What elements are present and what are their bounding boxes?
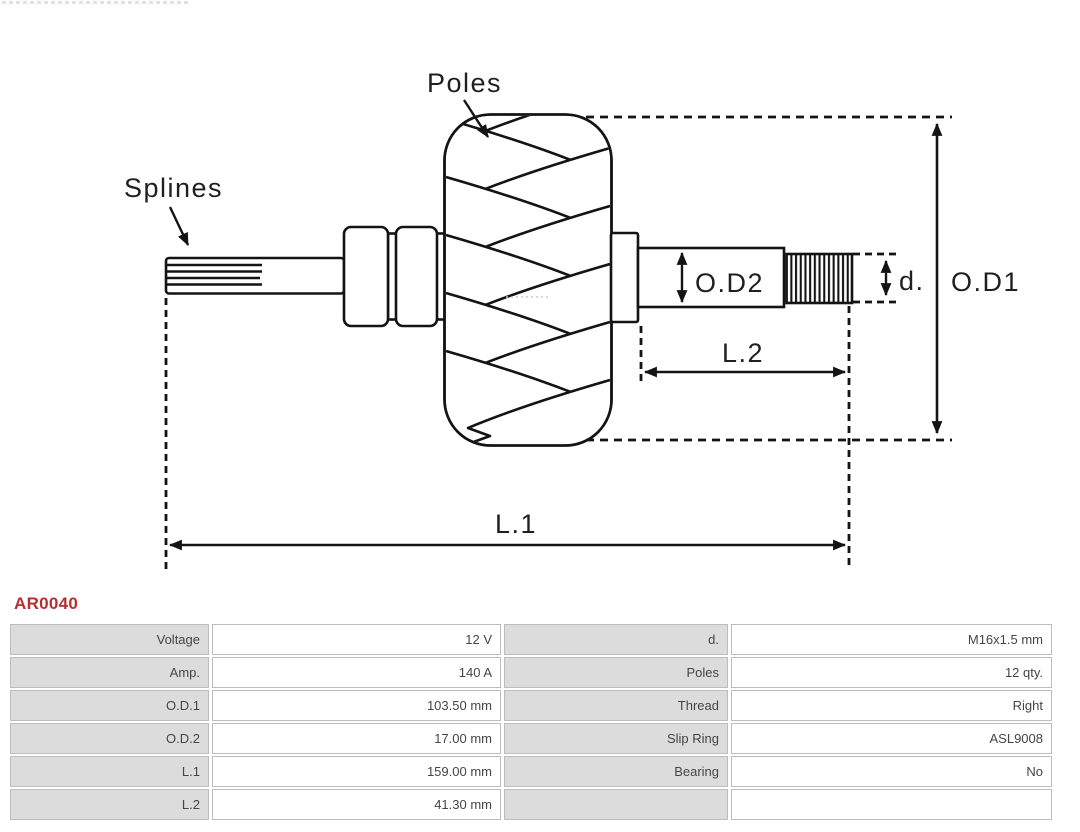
spec-label-cell: d.: [504, 624, 728, 655]
spec-label-cell: L.2: [10, 789, 209, 820]
spec-label-cell: Thread: [504, 690, 728, 721]
spec-value-cell: 140 A: [212, 657, 501, 688]
spec-label-cell: O.D.1: [10, 690, 209, 721]
spec-label-cell: [504, 789, 728, 820]
od1-label: O.D1: [951, 267, 1020, 297]
table-row: Voltage 12 V d. M16x1.5 mm: [10, 624, 1052, 655]
poles-callout: Poles: [427, 68, 502, 138]
table-row: L.1 159.00 mm Bearing No: [10, 756, 1052, 787]
spec-value-cell: No: [731, 756, 1052, 787]
claw-poles: [446, 116, 610, 444]
spec-value-cell: M16x1.5 mm: [731, 624, 1052, 655]
spec-label-cell: Slip Ring: [504, 723, 728, 754]
spec-label-cell: Bearing: [504, 756, 728, 787]
l1-label: L.1: [495, 509, 537, 539]
spec-label-cell: Poles: [504, 657, 728, 688]
table-row: O.D.2 17.00 mm Slip Ring ASL9008: [10, 723, 1052, 754]
spec-label-cell: L.1: [10, 756, 209, 787]
splines-arrow: [168, 206, 190, 246]
shaft-collars: [342, 225, 448, 328]
spec-value-cell: 12 qty.: [731, 657, 1052, 688]
poles-label: Poles: [427, 68, 502, 98]
l2-label: L.2: [722, 338, 764, 368]
od2-label: O.D2: [695, 268, 764, 298]
scan-artifact: [2, 1, 190, 4]
rotor-technical-drawing: Poles Splines O.D1 d. O.D2 L.2 L.1: [124, 68, 1020, 570]
thread: [785, 252, 854, 305]
part-number: AR0040: [14, 594, 79, 613]
output-shaft: [609, 231, 854, 324]
spec-label-cell: O.D.2: [10, 723, 209, 754]
spec-value-cell: Right: [731, 690, 1052, 721]
spec-value-cell: 41.30 mm: [212, 789, 501, 820]
spec-value-cell: ASL9008: [731, 723, 1052, 754]
spec-value-cell: 159.00 mm: [212, 756, 501, 787]
spec-label-cell: Voltage: [10, 624, 209, 655]
rotor-assembly: [164, 113, 854, 447]
table-row: Amp. 140 A Poles 12 qty.: [10, 657, 1052, 688]
spec-value-cell: 103.50 mm: [212, 690, 501, 721]
d-label: d.: [899, 266, 925, 296]
table-row: O.D.1 103.50 mm Thread Right: [10, 690, 1052, 721]
spec-value-cell: 12 V: [212, 624, 501, 655]
rotor-body: [443, 113, 613, 447]
splines-callout: Splines: [124, 173, 223, 246]
spec-label-cell: Amp.: [10, 657, 209, 688]
spline-shaft: [164, 256, 346, 295]
splines-label: Splines: [124, 173, 223, 203]
spec-value-cell: 17.00 mm: [212, 723, 501, 754]
dimension-lines: [164, 115, 952, 570]
spec-value-cell: [731, 789, 1052, 820]
spec-table: Voltage 12 V d. M16x1.5 mm Amp. 140 A Po…: [7, 622, 1055, 822]
poles-arrow: [462, 99, 490, 138]
table-row: L.2 41.30 mm: [10, 789, 1052, 820]
